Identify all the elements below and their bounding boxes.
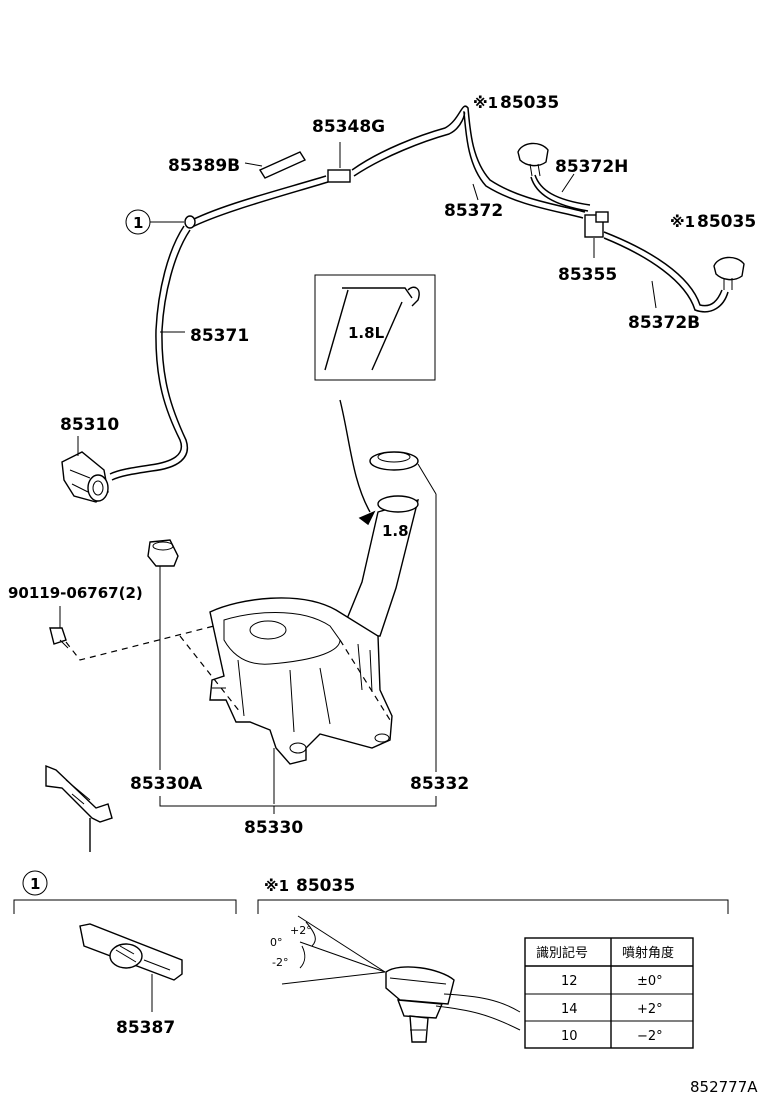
bolt-dashed-line [65, 625, 215, 661]
table-cell-id: 14 [561, 1002, 578, 1017]
label-90119: 90119-06767(2) [8, 584, 143, 602]
label-85035-right: 85035 [697, 212, 756, 232]
inset-volume-label: 1.8L [348, 324, 385, 342]
label-85387: 85387 [116, 1018, 175, 1038]
detail-mark: ※1 [264, 877, 289, 895]
leader-lines [59, 142, 657, 814]
nozzle-right-85035 [713, 256, 745, 290]
label-85348g: 85348G [312, 117, 385, 137]
table-cell-id: 10 [561, 1029, 578, 1044]
table-header-angle: 噴射角度 [622, 945, 674, 961]
ref-1-detail: 1 [30, 875, 40, 893]
upper-hose-assembly [109, 105, 729, 481]
nozzle-top-85035 [517, 142, 549, 177]
label-85372: 85372 [444, 201, 503, 221]
label-85389b: 85389B [168, 156, 240, 176]
washer-tank-85330: 1.8 [209, 495, 419, 765]
angle-zero-label: 0° [270, 936, 283, 949]
filler-neck-inset: 1.8L [314, 274, 436, 381]
label-85372h: 85372H [555, 157, 628, 177]
table-header-id: 識別記号 [536, 945, 588, 961]
inset-arrow [339, 399, 371, 513]
label-85035-right-mark: ※1 [670, 213, 695, 231]
bolt-90119 [49, 627, 69, 649]
label-85371: 85371 [190, 326, 249, 346]
label-85035-top-mark: ※1 [473, 94, 498, 112]
nozzle-angle-table: 識別記号 噴射角度 12 ±0° 14 +2° 10 −2° [524, 937, 694, 1049]
label-85330a: 85330A [130, 774, 203, 794]
label-85355: 85355 [558, 265, 617, 285]
connector-85348g [327, 169, 351, 183]
ref-1-top: 1 [133, 214, 143, 232]
label-85310: 85310 [60, 415, 119, 435]
table-cell-angle: ±0° [637, 974, 663, 989]
clip-bracket [45, 764, 113, 852]
label-85332: 85332 [410, 774, 469, 794]
label-85035-top: 85035 [500, 93, 559, 113]
diagram-id: 852777A [690, 1078, 758, 1096]
detail-label-85035: 85035 [296, 876, 355, 896]
ref-circle-1-top [125, 209, 151, 235]
label-85330: 85330 [244, 818, 303, 838]
table-cell-angle: −2° [637, 1029, 663, 1044]
table-cell-id: 12 [561, 974, 578, 989]
neck-volume-label: 1.8 [382, 522, 409, 540]
detail-nozzle-section: ※1 85035 +2° 0° -2° [257, 876, 729, 1043]
label-85372b: 85372B [628, 313, 700, 333]
angle-minus-label: -2° [272, 956, 288, 969]
table-cell-angle: +2° [637, 1002, 663, 1017]
washer-pump-85310 [61, 451, 109, 503]
detail-clip-section: 1 85387 [13, 870, 237, 1038]
cap-85332 [369, 451, 437, 495]
angle-plus-label: +2° [290, 924, 312, 937]
grommet-85330a [147, 539, 179, 567]
sleeve-85389b [258, 151, 307, 179]
